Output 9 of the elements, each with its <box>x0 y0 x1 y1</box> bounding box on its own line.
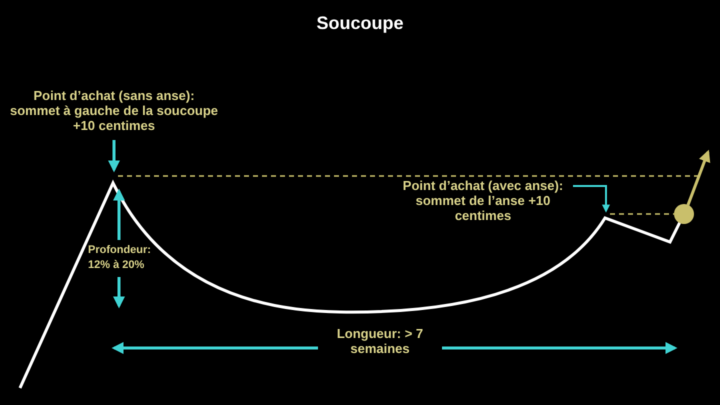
callout-text: Point d’achat (avec anse): sommet de l’anse +10 centimes <box>388 178 578 223</box>
title: Soucoupe <box>315 12 404 34</box>
dimension-label: Profondeur: 12% à 20% <box>88 243 152 273</box>
arrow <box>108 140 120 172</box>
dimension-label: Longueur: > 7 semaines <box>336 326 424 356</box>
arrow <box>573 185 610 213</box>
callout-text: Point d’achat (sans anse): sommet à gauche de la soucoupe +10 centimes <box>8 88 220 133</box>
circle-marker <box>674 204 694 224</box>
arrow <box>686 150 710 206</box>
